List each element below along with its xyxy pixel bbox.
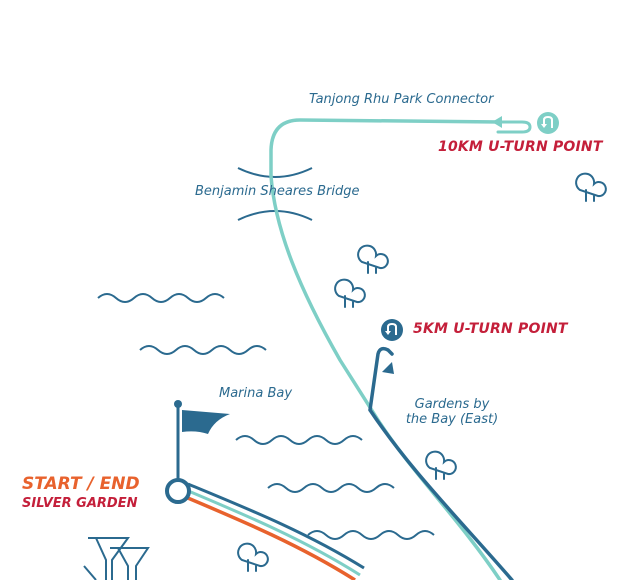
- u-turn-icon: [381, 319, 403, 341]
- uturn-10k-hook: [496, 120, 532, 134]
- tree-icon: [425, 450, 457, 480]
- label-5km-u-turn: 5KM U-TURN POINT: [413, 321, 568, 337]
- wave-icon: [235, 435, 363, 445]
- wave-icon: [97, 293, 225, 303]
- start-marker-icon: [165, 478, 191, 504]
- label-marina-bay: Marina Bay: [219, 386, 293, 401]
- label-10km-u-turn: 10KM U-TURN POINT: [438, 139, 603, 155]
- tree-icon: [575, 172, 607, 202]
- flag-icon: [174, 400, 230, 480]
- label-tanjong-rhu: Tanjong Rhu Park Connector: [309, 92, 494, 107]
- uturn-10k-arrowhead: [492, 116, 502, 128]
- label-silver-garden: SILVER GARDEN: [22, 496, 138, 511]
- tree-icon: [237, 542, 269, 572]
- wave-icon: [139, 345, 267, 355]
- u-turn-icon: [537, 112, 559, 134]
- label-start-end: START / END: [22, 474, 140, 494]
- tree-icon: [357, 244, 389, 274]
- water-waves: [97, 293, 435, 540]
- label-benjamin-sheares-bridge: Benjamin Sheares Bridge: [195, 184, 360, 199]
- route-5k: [368, 346, 514, 580]
- route-start-orange: [182, 494, 356, 580]
- label-gardens-line-2: the Bay (East): [405, 412, 499, 427]
- route-start-teal: [185, 488, 361, 577]
- wave-icon: [307, 530, 435, 540]
- route-start-blue: [187, 482, 365, 570]
- tree-icon: [334, 278, 366, 308]
- label-gardens-line-1: Gardens by: [414, 397, 490, 412]
- wave-icon: [267, 483, 395, 493]
- supertree-icon: [83, 537, 150, 580]
- uturn-5k-arrowhead: [382, 362, 394, 374]
- label-gardens-by-the-bay-east: Gardens by the Bay (East): [404, 397, 500, 427]
